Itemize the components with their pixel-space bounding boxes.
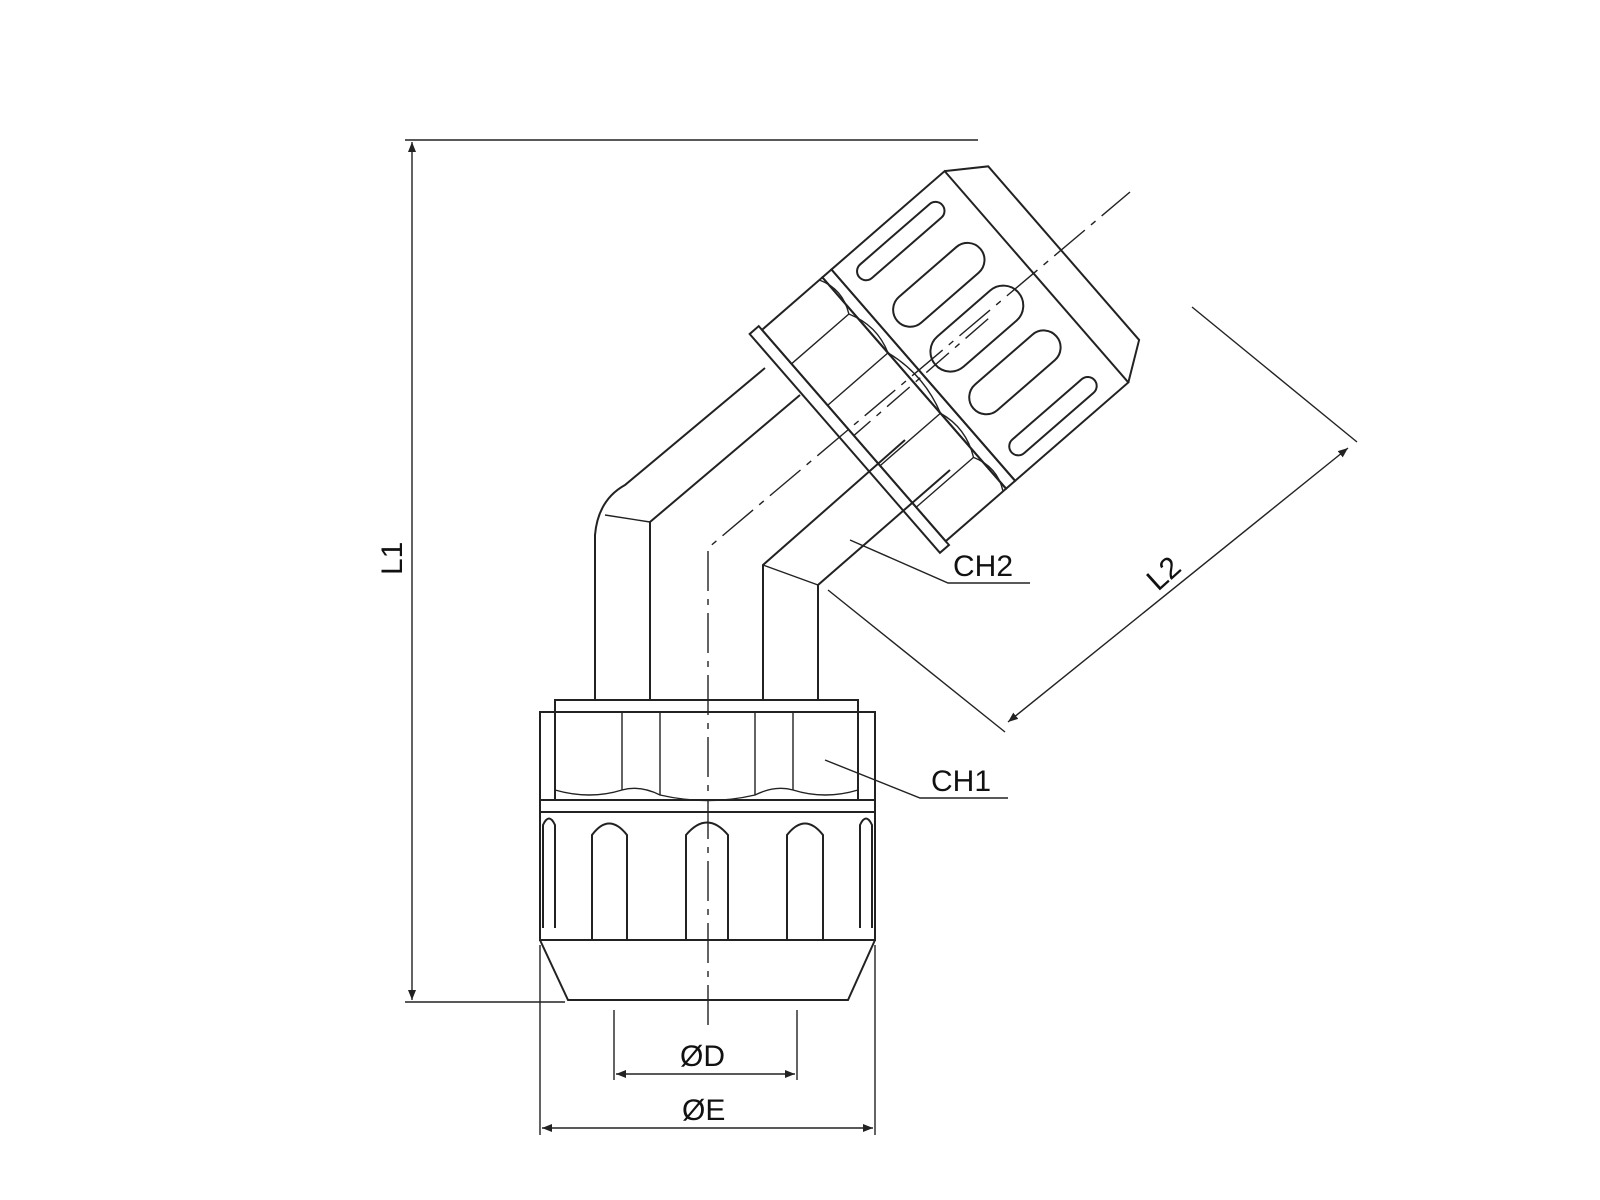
label-oe: ØE (682, 1094, 725, 1127)
upper-nut (748, 165, 1141, 555)
label-od: ØD (680, 1040, 725, 1073)
dimension-l2: L2 (827, 306, 1358, 733)
callout-ch1: CH1 (824, 759, 1008, 799)
callout-ch2: CH2 (849, 539, 1030, 584)
bottom-nut (539, 699, 876, 1001)
dimension-oe: ØE (539, 945, 876, 1135)
label-l2: L2 (1141, 550, 1188, 597)
label-l1: L1 (376, 542, 409, 575)
bent-tube (594, 191, 1131, 1025)
dimension-od: ØD (613, 1010, 798, 1080)
dimension-l1: L1 (376, 139, 978, 1003)
label-ch2: CH2 (953, 550, 1013, 583)
label-ch1: CH1 (931, 765, 991, 798)
